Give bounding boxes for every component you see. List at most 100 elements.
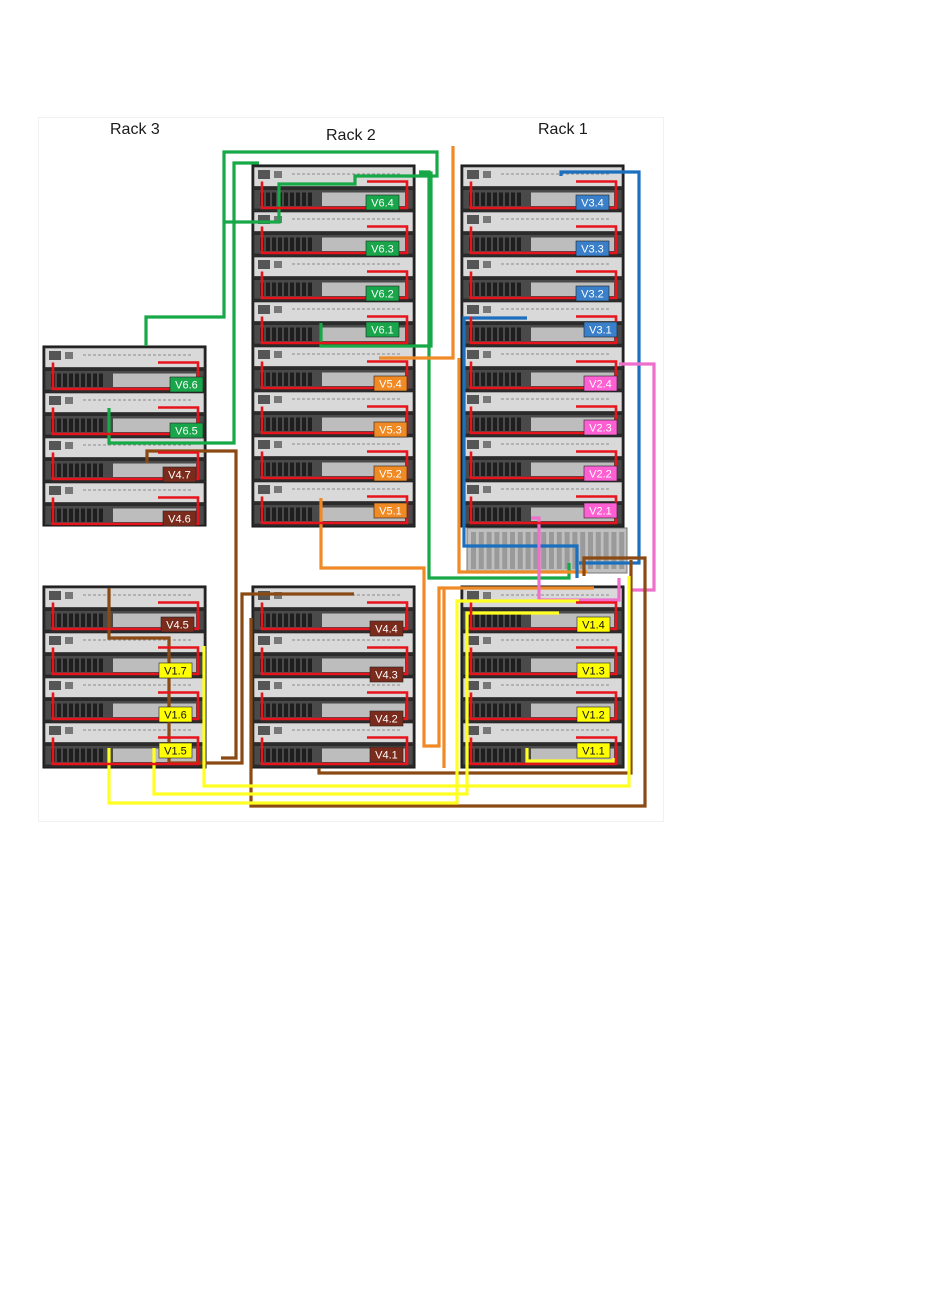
drive-bay: [284, 659, 288, 673]
volume-label-text: V3.3: [581, 244, 604, 256]
drive-bay: [81, 749, 85, 763]
port-block-icon: [483, 261, 491, 268]
port-block-icon: [49, 441, 61, 450]
drive-bay: [87, 464, 91, 478]
volume-label-text: V1.4: [582, 620, 605, 632]
volume-label-text: V3.4: [581, 198, 604, 210]
drive-bay: [302, 614, 306, 628]
port-block-icon: [483, 396, 491, 403]
port-block-icon: [65, 487, 73, 494]
port-block-icon: [258, 170, 270, 179]
port-block-icon: [467, 350, 479, 359]
drive-bay: [284, 193, 288, 207]
port-block-icon: [274, 171, 282, 178]
drive-bay: [505, 614, 509, 628]
switch-port-column: [510, 532, 515, 569]
volume-label-v1-3: V1.3: [577, 663, 610, 678]
volume-label-v6-5: V6.5: [170, 423, 203, 438]
volume-label-v6-2: V6.2: [366, 286, 399, 301]
drive-bay: [272, 614, 276, 628]
volume-label-v3-2: V3.2: [576, 286, 609, 301]
drive-bay: [475, 508, 479, 522]
volume-label-v6-1: V6.1: [366, 322, 399, 337]
port-block-icon: [49, 591, 61, 600]
drive-bay: [493, 328, 497, 342]
drive-bay: [69, 659, 73, 673]
drive-bay: [272, 418, 276, 432]
drive-bay: [266, 418, 270, 432]
drive-bay: [493, 614, 497, 628]
drive-bay: [290, 508, 294, 522]
drive-bay: [296, 508, 300, 522]
drive-bay: [511, 463, 515, 477]
volume-label-text: V5.1: [379, 506, 402, 518]
port-block-icon: [483, 637, 491, 644]
drive-bay: [290, 659, 294, 673]
drive-bay: [493, 704, 497, 718]
volume-label-text: V6.4: [371, 198, 394, 210]
drive-bay: [278, 463, 282, 477]
switch-port-column: [479, 532, 484, 569]
drive-bay: [487, 373, 491, 387]
drive-bay: [475, 704, 479, 718]
drive-bay: [296, 283, 300, 297]
drive-bay: [308, 704, 312, 718]
drive-bay: [272, 508, 276, 522]
drive-bay: [69, 614, 73, 628]
drive-bay: [63, 374, 67, 388]
port-block-icon: [483, 727, 491, 734]
drive-bay: [475, 749, 479, 763]
volume-label-text: V1.2: [582, 710, 605, 722]
drive-bay: [481, 373, 485, 387]
volume-label-v1-6: V1.6: [159, 707, 192, 722]
drive-bay: [505, 328, 509, 342]
drive-bay: [266, 238, 270, 252]
switch-port-column: [518, 532, 523, 569]
port-block-icon: [274, 261, 282, 268]
port-block-icon: [467, 395, 479, 404]
drive-bay: [505, 659, 509, 673]
volume-label-v4-6: V4.6: [163, 511, 196, 526]
port-block-icon: [467, 591, 479, 600]
drive-bay: [481, 328, 485, 342]
port-block-icon: [483, 306, 491, 313]
drive-bay: [278, 508, 282, 522]
drive-bay: [278, 328, 282, 342]
volume-label-v4-7: V4.7: [163, 467, 196, 482]
drive-bay: [75, 659, 79, 673]
drive-bay: [475, 614, 479, 628]
switch-port-column: [471, 532, 476, 569]
volume-label-text: V4.7: [168, 470, 191, 482]
drive-bay: [505, 749, 509, 763]
drive-bay: [517, 508, 521, 522]
drive-bay: [93, 704, 97, 718]
drive-bay: [475, 238, 479, 252]
drive-bay: [278, 373, 282, 387]
port-block-icon: [258, 440, 270, 449]
volume-label-text: V1.3: [582, 666, 605, 678]
port-block-icon: [483, 682, 491, 689]
drive-bay: [487, 508, 491, 522]
volume-label-v2-3: V2.3: [584, 420, 617, 435]
volume-label-text: V6.6: [175, 380, 198, 392]
drive-bay: [517, 418, 521, 432]
drive-bay: [505, 508, 509, 522]
drive-bay: [278, 704, 282, 718]
port-block-icon: [49, 636, 61, 645]
drive-bay: [517, 193, 521, 207]
drive-bay: [475, 373, 479, 387]
drive-bay: [99, 614, 103, 628]
drive-bay: [266, 749, 270, 763]
port-block-icon: [258, 485, 270, 494]
drive-bay: [278, 238, 282, 252]
drive-bay: [81, 464, 85, 478]
drive-bay: [81, 614, 85, 628]
drive-bay: [475, 418, 479, 432]
drive-bay: [308, 283, 312, 297]
drive-bay: [57, 464, 61, 478]
drive-bay: [99, 749, 103, 763]
drive-bay: [308, 659, 312, 673]
drive-bay: [487, 659, 491, 673]
drive-bay: [93, 464, 97, 478]
drive-bay: [296, 749, 300, 763]
